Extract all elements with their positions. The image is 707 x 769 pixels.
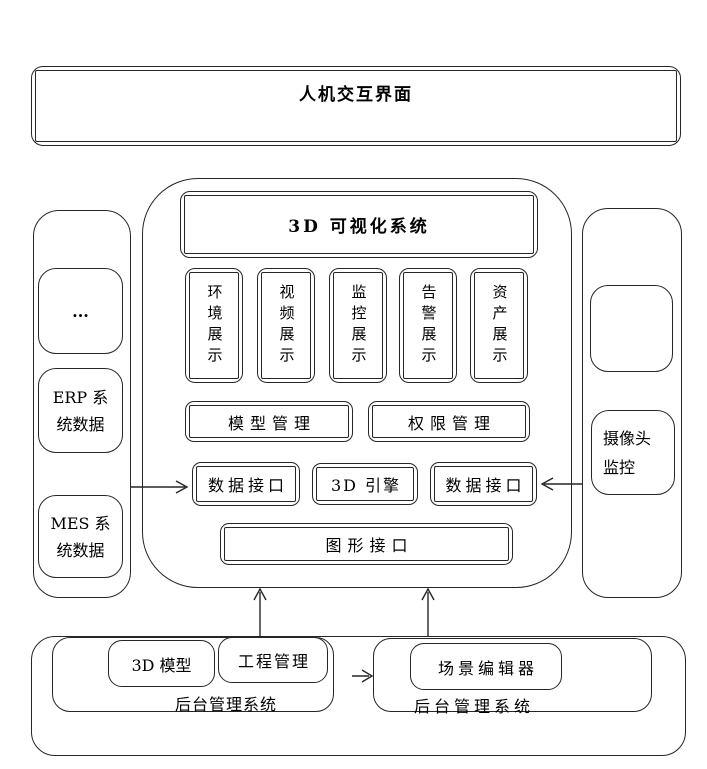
erp-data-box: ERP 系 统数据: [38, 368, 123, 453]
module-monitor-display-inner: 监控展示: [333, 272, 383, 379]
camera-panel: [582, 208, 682, 598]
module-video-display: 视频展示: [257, 268, 315, 383]
project-management-label: 工程管理: [237, 652, 310, 671]
other-data-label: ...: [72, 301, 89, 321]
erp-data-label: ERP 系 统数据: [52, 387, 109, 434]
backend-right-label: 后台管理系统: [413, 697, 534, 716]
module-alarm-display-label: 告警展示: [419, 283, 438, 368]
graphics-interface-inner: 图形接口: [224, 527, 509, 561]
hmi-banner-inner: 人机交互界面: [35, 70, 677, 142]
permission-management-box: 权限管理: [368, 401, 530, 442]
data-interface-right-inner: 数据接口: [434, 466, 533, 502]
module-video-display-label: 视频展示: [277, 283, 296, 368]
arrow-backend-left-up-icon: [253, 587, 267, 636]
data-interface-left-inner: 数据接口: [196, 466, 296, 502]
viz-title-box: 3D 可视化系统: [180, 191, 538, 258]
module-monitor-display: 监控展示: [329, 268, 387, 383]
viz-title-label: 3D 可视化系统: [288, 217, 430, 237]
permission-management-inner: 权限管理: [372, 405, 526, 438]
module-env-display: 环境展示: [185, 268, 243, 383]
model-management-box: 模型管理: [185, 401, 353, 442]
model-3d-box: 3D 模型: [108, 640, 215, 687]
data-interface-left-label: 数据接口: [207, 476, 288, 495]
mes-data-box: MES 系 统数据: [38, 495, 123, 578]
hmi-banner-label: 人机交互界面: [299, 85, 413, 105]
camera-monitor-box: 摄像头 监控: [591, 410, 675, 495]
engine-box: 3D 引擎: [312, 463, 418, 505]
camera-monitor-label: 摄像头 监控: [603, 428, 652, 477]
model-management-label: 模型管理: [227, 413, 316, 433]
data-interface-right-label: 数据接口: [445, 476, 526, 495]
module-monitor-display-label: 监控展示: [349, 283, 368, 368]
other-data-box: ...: [38, 268, 123, 354]
data-interface-right-box: 数据接口: [430, 462, 537, 506]
module-asset-display-inner: 资产展示: [474, 272, 524, 379]
permission-management-label: 权限管理: [407, 413, 496, 433]
module-asset-display: 资产展示: [470, 268, 528, 383]
project-management-box: 工程管理: [218, 637, 328, 683]
mes-data-label: MES 系 统数据: [50, 513, 111, 560]
graphics-interface-label: 图形接口: [325, 536, 414, 555]
graphics-interface-box: 图形接口: [220, 523, 513, 565]
engine-label: 3D 引擎: [330, 476, 402, 495]
module-env-display-inner: 环境展示: [189, 272, 239, 379]
data-interface-left-box: 数据接口: [192, 462, 300, 506]
viz-title-inner: 3D 可视化系统: [184, 195, 534, 254]
module-alarm-display: 告警展示: [399, 268, 457, 383]
backend-left-label: 后台管理系统: [174, 695, 277, 714]
module-alarm-display-inner: 告警展示: [403, 272, 453, 379]
module-env-display-label: 环境展示: [205, 283, 224, 368]
engine-inner: 3D 引擎: [316, 467, 414, 501]
module-video-display-inner: 视频展示: [261, 272, 311, 379]
camera-placeholder-box: [590, 285, 673, 372]
scene-editor-label: 场景编辑器: [437, 658, 538, 678]
scene-editor-box: 场景编辑器: [410, 643, 562, 690]
model-3d-label: 3D 模型: [131, 655, 192, 675]
module-asset-display-label: 资产展示: [490, 283, 509, 368]
hmi-banner: 人机交互界面: [31, 66, 681, 146]
model-management-inner: 模型管理: [189, 405, 349, 438]
arrow-backend-right-up-icon: [421, 587, 435, 636]
